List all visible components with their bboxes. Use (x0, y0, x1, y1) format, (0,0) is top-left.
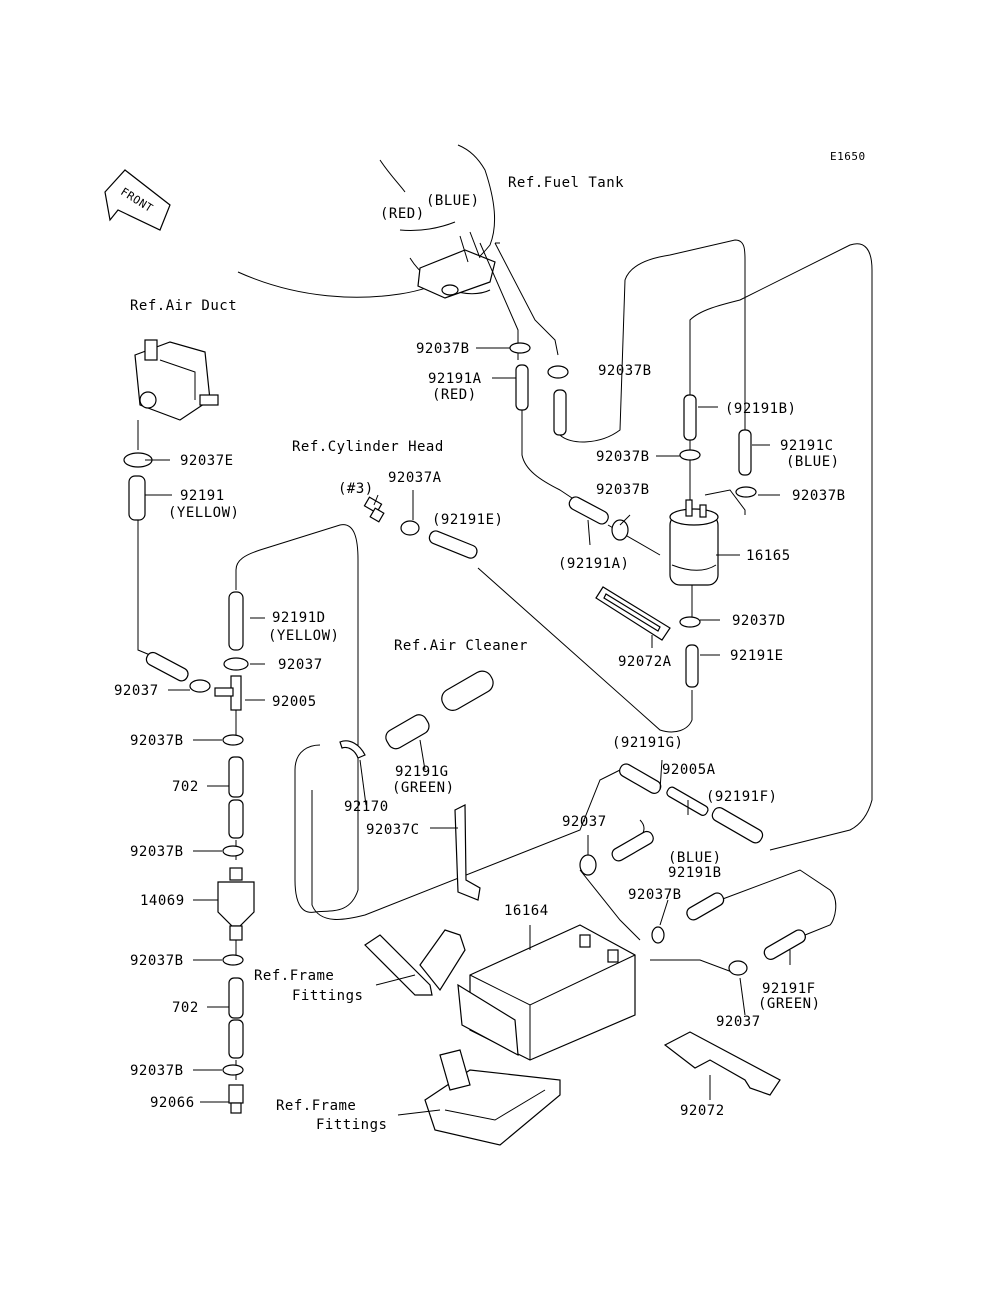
label-92037B-e: 92037B (792, 488, 846, 504)
fuel-tank (237, 144, 496, 299)
hose-segments (128, 364, 806, 1059)
frame-fittings-1 (364, 929, 466, 996)
label-92191E-paren: (92191E) (432, 512, 503, 528)
ref-fuel-tank: Ref.Fuel Tank (508, 175, 624, 191)
label-92037-a: 92037 (278, 657, 323, 673)
label-92191E: 92191E (730, 648, 784, 664)
diagram-code: E1650 (830, 150, 866, 163)
leader-lines (145, 347, 791, 1116)
label-92191G: 92191G (395, 764, 449, 780)
air-cleaner-fittings (385, 670, 494, 750)
label-92005: 92005 (272, 694, 317, 710)
fuel-filter-16165 (669, 499, 719, 586)
label-16164: 16164 (504, 903, 549, 919)
label-red-top: (RED) (380, 206, 425, 222)
label-92191-color: (YELLOW) (168, 505, 239, 521)
ref-frame-fittings-1b: Fittings (292, 988, 363, 1004)
label-92072: 92072 (680, 1103, 725, 1119)
label-92037B-f: 92037B (130, 733, 184, 749)
label-92037-d: 92037 (716, 1014, 761, 1030)
label-92191F-paren: (92191F) (706, 789, 777, 805)
cylinder-head-fitting (363, 496, 385, 523)
ref-cylinder-head: Ref.Cylinder Head (292, 439, 444, 455)
label-92191: 92191 (180, 488, 225, 504)
label-92191D-color: (YELLOW) (268, 628, 339, 644)
ref-frame-fittings-2b: Fittings (316, 1117, 387, 1133)
label-92191F: 92191F (762, 981, 816, 997)
label-92037D: 92037D (732, 613, 786, 629)
label-92072A: 92072A (618, 654, 672, 670)
label-92037B-d: 92037B (596, 482, 650, 498)
filter-14069 (217, 867, 255, 941)
bracket-92072A (595, 586, 671, 641)
ref-frame-fittings-1a: Ref.Frame (254, 968, 334, 984)
label-92037B-h: 92037B (130, 953, 184, 969)
label-702-a: 702 (172, 779, 199, 795)
label-92191A-paren: (92191A) (558, 556, 629, 572)
label-92191G-color: (GREEN) (392, 780, 455, 796)
label-92191G-paren: (92191G) (612, 735, 683, 751)
label-92037E: 92037E (180, 453, 234, 469)
label-702-b: 702 (172, 1000, 199, 1016)
label-92191D: 92191D (272, 610, 326, 626)
label-92066: 92066 (150, 1095, 195, 1111)
frame-fittings-2 (424, 1049, 561, 1146)
ref-frame-fittings-2a: Ref.Frame (276, 1098, 356, 1114)
t-joint-92005 (214, 675, 242, 711)
label-92037B-a: 92037B (416, 341, 470, 357)
labels: E1650 Ref.Fuel Tank (RED) (BLUE) Ref.Air… (114, 150, 866, 1133)
label-92191B-color: (BLUE) (668, 850, 722, 866)
label-14069: 14069 (140, 893, 185, 909)
label-92191C-color: (BLUE) (786, 454, 840, 470)
label-92037C: 92037C (366, 822, 420, 838)
fitting-92066 (228, 1084, 244, 1114)
ref-air-duct: Ref.Air Duct (130, 298, 237, 314)
label-92037B-i: 92037B (130, 1063, 184, 1079)
label-92037B-j: 92037B (628, 887, 682, 903)
label-92037-b: 92037 (114, 683, 159, 699)
label-92037-c: 92037 (562, 814, 607, 830)
label-16165: 16165 (746, 548, 791, 564)
label-92037A: 92037A (388, 470, 442, 486)
canister-16164 (457, 924, 636, 1061)
label-92191B-paren: (92191B) (725, 401, 796, 417)
clamps (123, 342, 757, 1076)
label-92037B-b: 92037B (598, 363, 652, 379)
label-92191A: 92191A (428, 371, 482, 387)
label-blue-top: (BLUE) (426, 193, 480, 209)
label-92170: 92170 (344, 799, 389, 815)
bracket-92072 (663, 1031, 781, 1096)
label-hash3: (#3) (338, 481, 374, 497)
label-92037B-c: 92037B (596, 449, 650, 465)
bracket-92037C (454, 804, 481, 901)
label-92191B: 92191B (668, 865, 722, 881)
label-92191A-color: (RED) (432, 387, 477, 403)
front-arrow-icon: FRONT (104, 169, 171, 231)
label-92191C: 92191C (780, 438, 834, 454)
air-duct-valve (134, 339, 219, 421)
label-92191F-color: (GREEN) (758, 996, 821, 1012)
label-92005A: 92005A (662, 762, 716, 778)
ref-air-cleaner: Ref.Air Cleaner (394, 638, 528, 654)
label-92037B-g: 92037B (130, 844, 184, 860)
